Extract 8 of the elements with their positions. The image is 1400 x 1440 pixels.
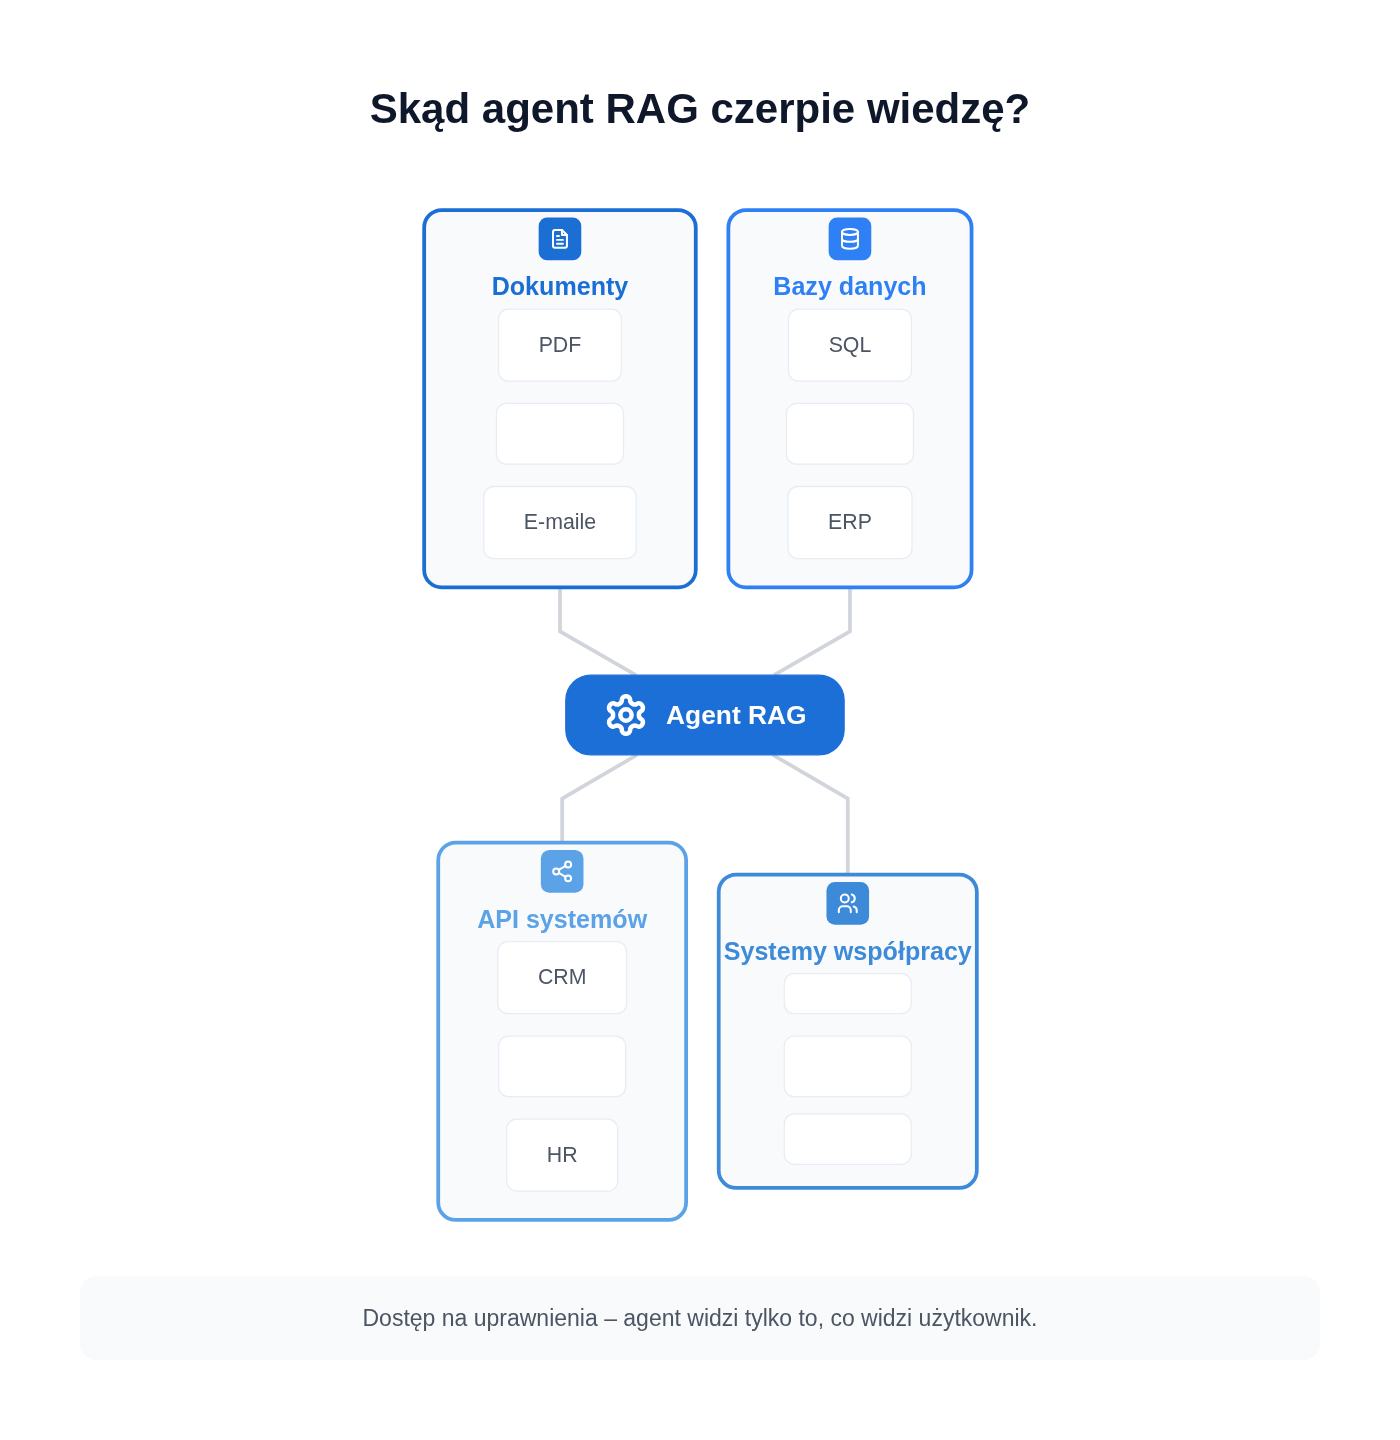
- connector: [557, 587, 637, 677]
- connector: [772, 587, 852, 677]
- title: Skąd agent RAG czerpie wiedzę?: [369, 84, 1031, 134]
- node-box: Agent RAG: [564, 674, 845, 756]
- caption-note: Dostęp na uprawnienia – agent widzi tylko to, co widzi użytkownik.: [80, 1276, 1320, 1360]
- connector: [559, 753, 638, 843]
- connector: [771, 753, 850, 875]
- cluster: Systemy współpracy: [716, 872, 979, 1190]
